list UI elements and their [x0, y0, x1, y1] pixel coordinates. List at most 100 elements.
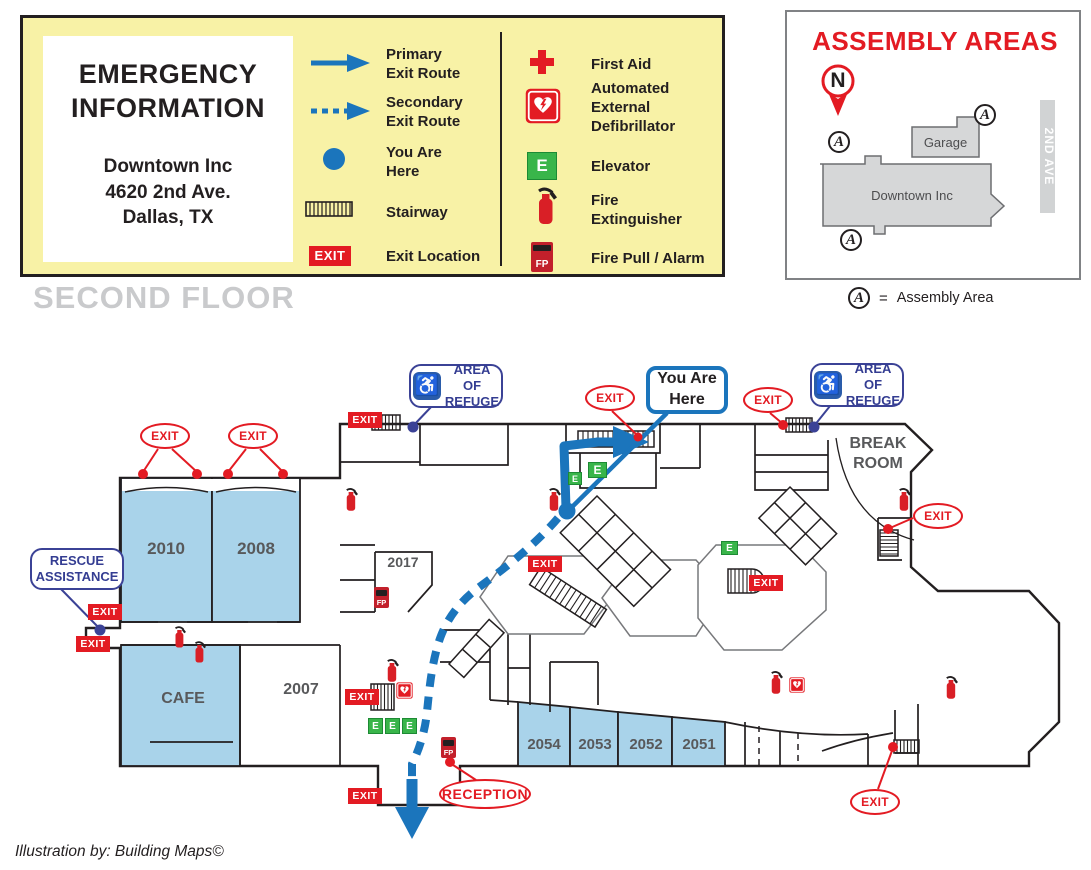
exit-arrow-south	[395, 779, 429, 839]
stairway-icon	[305, 200, 355, 223]
fire-extinguisher-icon	[546, 487, 561, 517]
exit-location-callout: EXIT	[140, 423, 190, 449]
assembly-marker-icon: A	[828, 131, 850, 153]
assembly-caption-text: Assembly Area	[896, 290, 994, 306]
elevator-icon: E	[721, 541, 738, 555]
fire-pull-letters: FP	[443, 748, 454, 757]
you-are-here-leader	[568, 411, 669, 511]
emergency-information-panel: EMERGENCY INFORMATION Downtown Inc 4620 …	[20, 15, 725, 277]
elevator-icon: E	[385, 718, 400, 734]
room-label-2054: 2054	[527, 736, 561, 753]
exit-location-callout: EXIT	[913, 503, 963, 529]
legend-label-primary: Primary Exit Route	[386, 46, 461, 82]
room-label-cafe: CAFE	[161, 690, 205, 707]
rescue-assistance-callout: RESCUE ASSISTANCE	[30, 548, 124, 590]
room-label-2007: 2007	[283, 681, 319, 698]
wheelchair-icon: ♿	[813, 371, 842, 399]
area-of-refuge-label: AREA OF REFUGE	[845, 360, 901, 409]
you-are-here-callout: You Are Here	[646, 366, 728, 414]
primary-exit-route	[559, 426, 649, 509]
exit-sign: EXIT	[749, 575, 783, 591]
legend-label-exit-location: Exit Location	[386, 248, 481, 265]
fire-pull-band	[443, 740, 454, 746]
fire-pull-icon: FP	[531, 242, 553, 272]
refuge-dots	[94, 421, 820, 636]
fire-pull-letters: FP	[376, 598, 387, 607]
wheelchair-icon: ♿	[412, 372, 441, 400]
fire-pull-icon: FP	[441, 737, 456, 758]
assembly-caption-equals: =	[879, 289, 888, 307]
legend-label-aed: Automated External Defibrillator	[591, 80, 676, 135]
legend-label-you-are-here: You Are Here	[386, 144, 442, 180]
panel-title: EMERGENCY INFORMATION	[71, 59, 265, 123]
north-indicator-icon: N	[819, 64, 857, 118]
aed-icon	[525, 88, 561, 129]
fire-extinguisher-icon	[172, 625, 186, 654]
exit-location-callout: EXIT	[743, 387, 793, 413]
exit-sign: EXIT	[76, 636, 110, 652]
area-of-refuge-callout: ♿ AREA OF REFUGE	[409, 362, 503, 409]
assembly-areas-panel: ASSEMBLY AREAS 2ND AVE Garage Downtown I…	[785, 10, 1081, 280]
legend-divider	[500, 32, 502, 266]
exit-location-callout: EXIT	[228, 423, 278, 449]
elevator-icon: E	[588, 462, 607, 478]
legend-label-first-aid: First Aid	[591, 56, 652, 73]
fire-pull-icon: FP	[374, 587, 389, 608]
assembly-map-drawing	[820, 100, 1055, 235]
exit-location-icon: EXIT	[309, 246, 351, 266]
building-info-card: EMERGENCY INFORMATION Downtown Inc 4620 …	[43, 36, 293, 262]
assembly-marker-icon: A	[974, 104, 996, 126]
north-letter: N	[830, 69, 846, 92]
exit-location-callout: EXIT	[585, 385, 635, 411]
exit-sign: EXIT	[348, 788, 382, 804]
fire-extinguisher-icon	[343, 487, 358, 517]
fire-pull-letters: FP	[535, 259, 549, 270]
downtown-inc-label: Downtown Inc	[871, 188, 953, 203]
assembly-caption: A = Assembly Area	[848, 287, 993, 309]
room-label-2017: 2017	[387, 554, 419, 570]
aed-icon	[789, 677, 805, 698]
fire-extinguisher-icon	[896, 487, 911, 517]
assembly-areas-title: ASSEMBLY AREAS	[812, 26, 1058, 56]
room-label-break-room: BREAK ROOM	[849, 435, 907, 472]
fire-pull-band	[533, 245, 551, 251]
elevator-icon: E	[568, 472, 582, 485]
area-of-refuge-callout: ♿ AREA OF REFUGE	[810, 360, 904, 409]
room-label-2008: 2008	[237, 539, 275, 558]
fire-extinguisher-icon	[943, 675, 958, 705]
fire-extinguisher-icon	[768, 670, 783, 700]
room-label-2051: 2051	[682, 736, 716, 753]
street-label-2nd-ave: 2ND AVE	[1042, 127, 1056, 186]
exit-leader-lines	[142, 410, 914, 790]
assembly-marker-icon: A	[840, 229, 862, 251]
aed-icon	[396, 682, 413, 704]
exit-sign: EXIT	[345, 689, 379, 705]
fire-pull-band	[376, 590, 387, 596]
elevator-icon: E	[402, 718, 417, 734]
legend-label-fire-extinguisher: Fire Extinguisher	[591, 192, 682, 228]
exit-door-dots	[138, 420, 898, 767]
exit-sign: EXIT	[348, 412, 382, 428]
garage-label: Garage	[923, 135, 968, 150]
elevator-icon: E	[527, 152, 557, 180]
room-label-2010: 2010	[147, 539, 185, 558]
illustration-credit: Illustration by: Building Maps©	[15, 843, 224, 860]
reception-callout: RECEPTION	[439, 779, 531, 809]
secondary-exit-route	[408, 515, 562, 779]
legend-label-fire-pull: Fire Pull / Alarm	[591, 250, 705, 267]
exit-location-callout: EXIT	[850, 789, 900, 815]
you-are-here-dot	[558, 502, 576, 520]
primary-exit-route-icon	[309, 53, 373, 78]
building-address: Downtown Inc 4620 2nd Ave. Dallas, TX	[103, 156, 233, 229]
fire-extinguisher-icon	[384, 658, 399, 688]
room-label-2052: 2052	[629, 736, 663, 753]
secondary-exit-route-icon	[309, 101, 373, 126]
assembly-marker-icon: A	[848, 287, 870, 309]
room-label-2053: 2053	[578, 736, 612, 753]
elevator-icon: E	[368, 718, 383, 734]
floor-title: SECOND FLOOR	[33, 280, 295, 315]
legend-label-secondary: Secondary Exit Route	[386, 94, 463, 130]
fire-extinguisher-icon	[533, 186, 557, 231]
